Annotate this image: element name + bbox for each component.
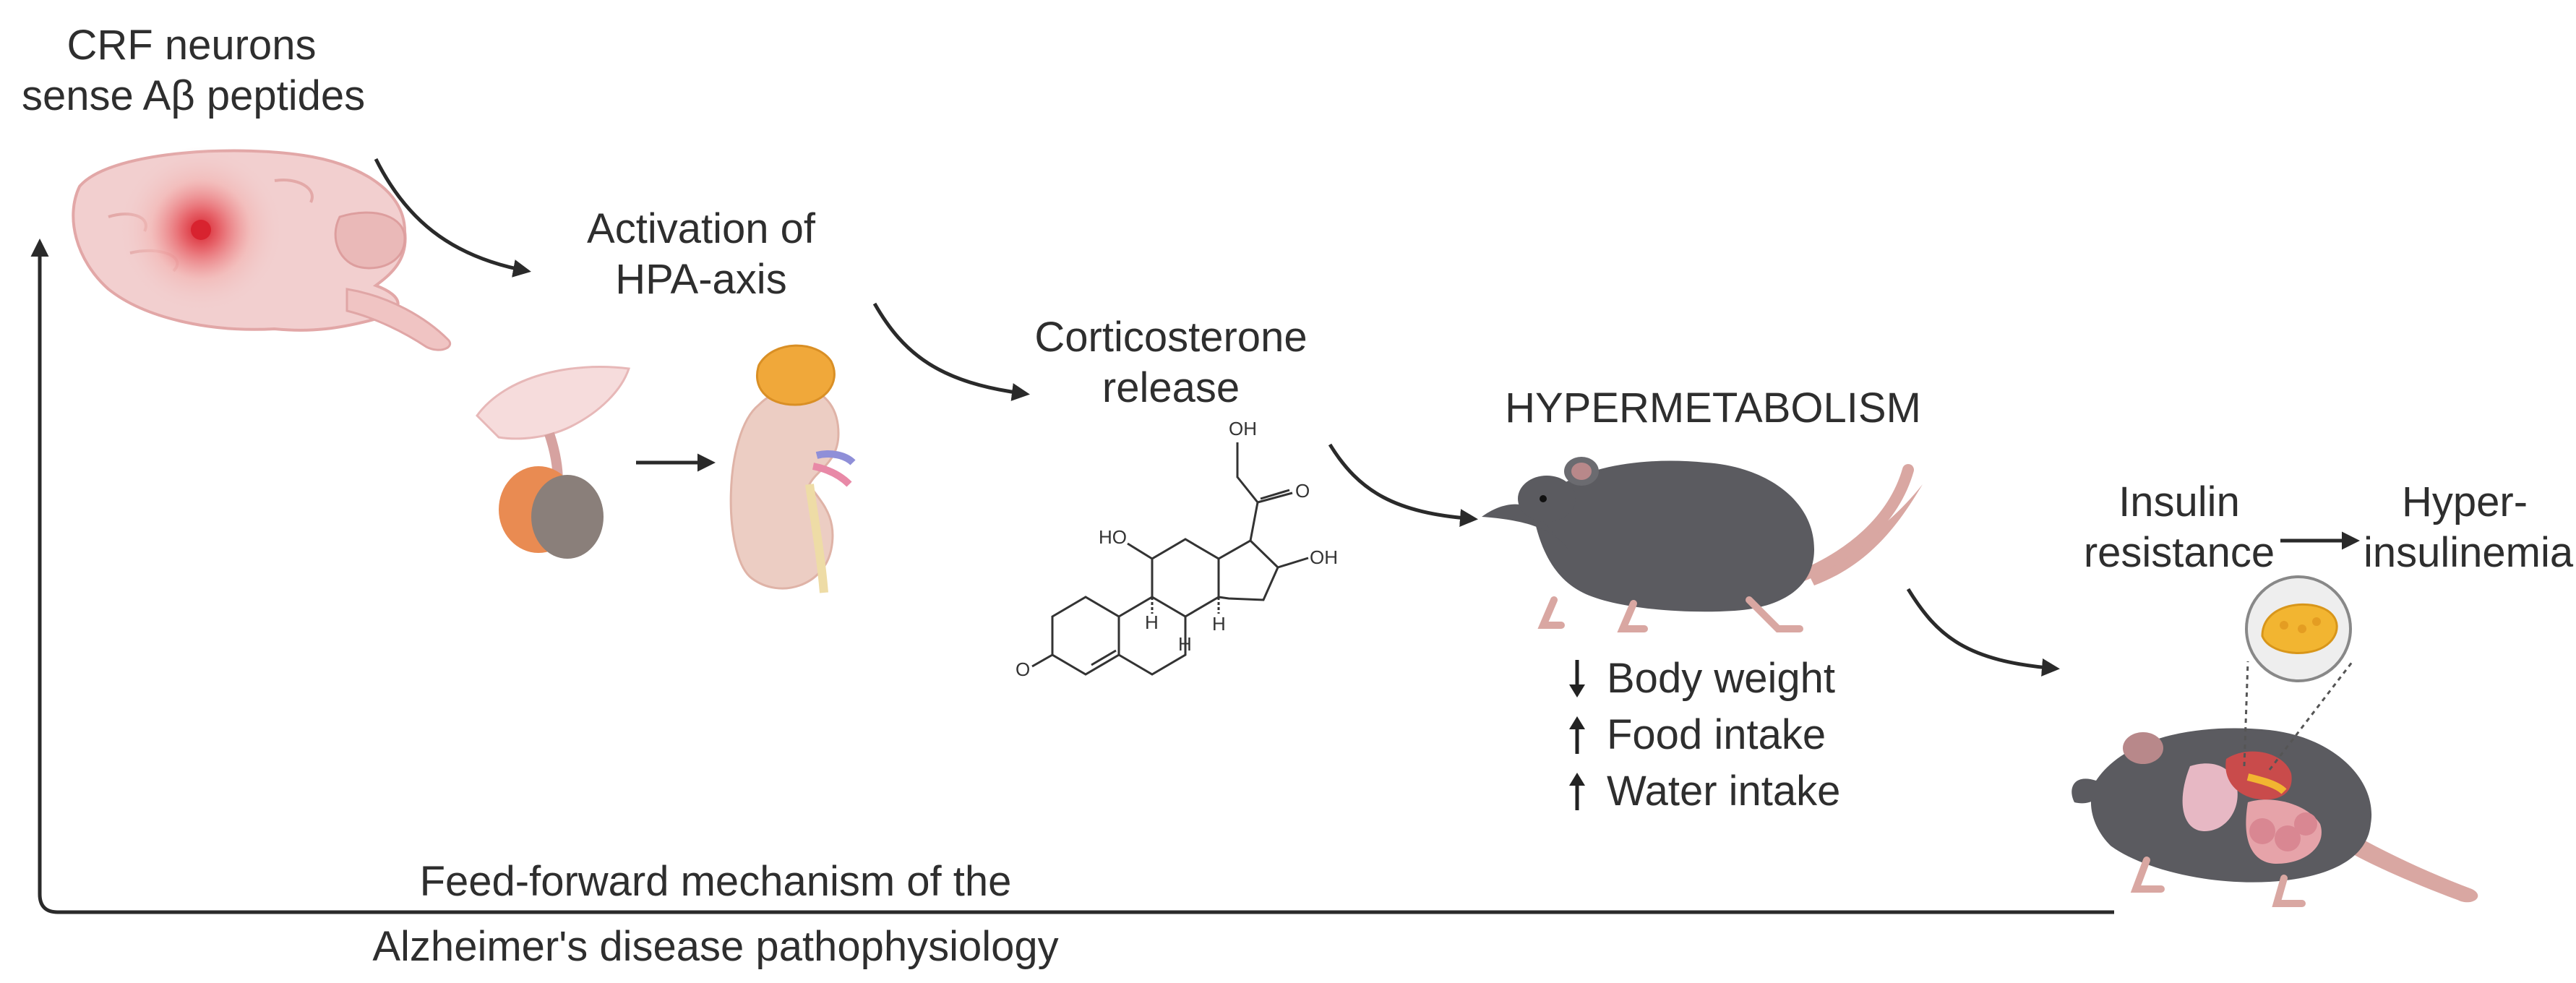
- effect-item: Food intake: [1565, 707, 1840, 763]
- arrow-feedforward-loop: [30, 239, 2114, 914]
- label-hpa-activation: Activation of HPA-axis: [535, 204, 867, 305]
- label-insulin-line1: Insulin: [2118, 478, 2240, 525]
- label-hpa-line2: HPA-axis: [615, 256, 787, 303]
- atom-label-o-side: O: [1295, 480, 1310, 502]
- mouse-organs-illustration: [2071, 575, 2478, 907]
- brain-illustration: [72, 147, 451, 351]
- arrow-up-icon: [1569, 716, 1585, 754]
- label-corticosterone-release: Corticosterone release: [1001, 312, 1341, 413]
- label-hyper-line1: Hyper-: [2401, 478, 2528, 525]
- label-hypermetabolism: HYPERMETABOLISM: [1505, 385, 1921, 432]
- effect-text: Body weight: [1607, 655, 1835, 702]
- label-feedforward-line2: Alzheimer's disease pathophysiology: [372, 923, 1059, 970]
- corticosterone-structure: [1031, 442, 1309, 676]
- atom-label-h1: H: [1178, 633, 1192, 655]
- label-crf-neurons: CRF neurons sense Aβ peptides: [22, 20, 366, 121]
- arrow-hpa-to-corticosterone: [872, 302, 1030, 401]
- pituitary-illustration: [476, 366, 631, 559]
- label-hpa-line1: Activation of: [587, 205, 815, 252]
- arrow-up-icon: [1569, 773, 1585, 810]
- atom-label-h3: H: [1212, 613, 1226, 635]
- kidney-adrenal-illustration: [729, 344, 856, 593]
- mouse-illustration: [1482, 457, 1923, 632]
- label-insulin-line2: resistance: [2083, 529, 2275, 576]
- atom-label-oh-top: OH: [1229, 418, 1257, 439]
- metabolic-effects-list: Body weight Food intake Water intake: [1565, 651, 1840, 820]
- label-cort-line2: release: [1102, 364, 1240, 411]
- arrow-corticosterone-to-mouse: [1328, 443, 1478, 528]
- label-insulin-resistance: Insulin resistance: [2082, 477, 2277, 578]
- label-feedforward-line1: Feed-forward mechanism of the: [419, 858, 1012, 905]
- corticosterone-atom-labels: OH HO OH O O H H H: [1016, 418, 1338, 680]
- arrow-down-icon: [1569, 660, 1585, 697]
- effect-text: Water intake: [1607, 768, 1841, 815]
- effect-item: Body weight: [1565, 651, 1840, 707]
- atom-label-oh-right: OH: [1310, 546, 1338, 568]
- label-crf-line2: sense Aβ peptides: [22, 72, 366, 119]
- label-hyperinsulinemia: Hyper- insulinemia: [2364, 477, 2574, 578]
- label-hyper-line2: insulinemia: [2364, 529, 2574, 576]
- atom-label-ho: HO: [1099, 526, 1127, 548]
- effect-item: Water intake: [1565, 763, 1840, 820]
- flow-arrows: [30, 158, 2360, 914]
- label-cort-line1: Corticosterone: [1034, 314, 1308, 361]
- atom-label-o-ring: O: [1016, 658, 1030, 680]
- label-crf-line1: CRF neurons: [66, 22, 317, 69]
- effect-text: Food intake: [1607, 711, 1826, 758]
- arrow-brain-to-hpa: [374, 158, 531, 278]
- arrow-mouse-to-insulin: [1906, 588, 2060, 677]
- atom-label-h2: H: [1145, 611, 1159, 633]
